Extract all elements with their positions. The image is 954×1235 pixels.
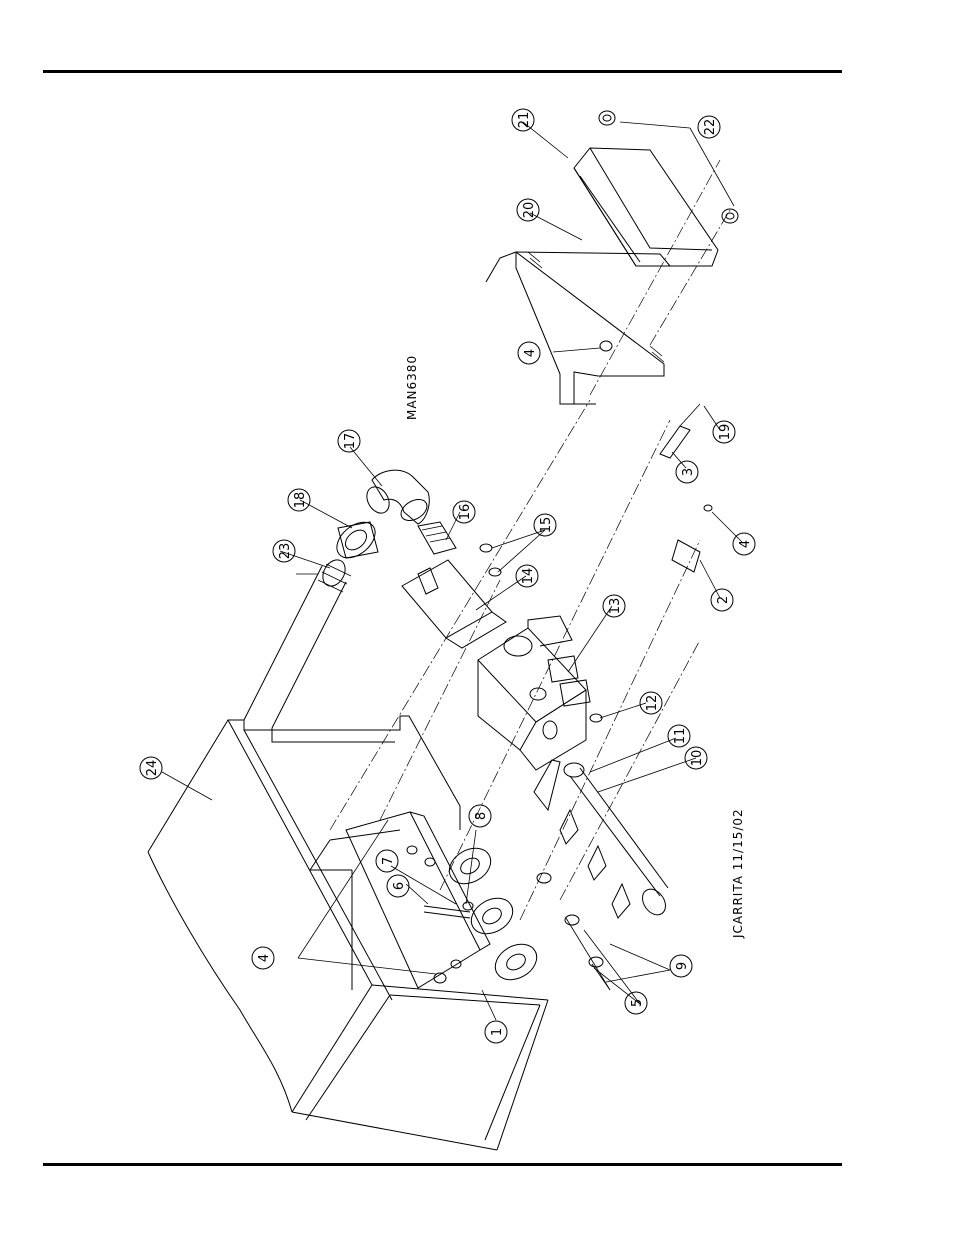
part-18-locknut [336, 521, 379, 559]
part-11-fitting [533, 759, 585, 812]
svg-text:4: 4 [738, 540, 753, 548]
callouts: 24 23 18 17 16 15 14 13 12 11 10 [139, 108, 756, 1044]
callout-23: 23 [272, 539, 296, 563]
part-12-screw [589, 713, 603, 723]
part-3-igniter [659, 403, 701, 459]
svg-text:13: 13 [608, 598, 623, 615]
callout-6: 6 [386, 874, 410, 898]
svg-text:7: 7 [381, 857, 396, 865]
svg-text:14: 14 [521, 568, 536, 585]
part-16-nipple [417, 521, 457, 555]
callout-14: 14 [515, 564, 539, 588]
svg-text:1: 1 [490, 1028, 505, 1036]
part-24-cabinet [147, 715, 549, 1151]
part-2-bracket [671, 504, 713, 573]
part-10-manifold [559, 767, 669, 919]
author-date: JCARRITA 11/15/02 [731, 808, 745, 939]
part-6-7-hardware [423, 901, 474, 919]
callout-18: 18 [287, 488, 311, 512]
callout-2: 2 [710, 588, 734, 612]
part-5-grommets [448, 847, 538, 981]
svg-text:8: 8 [474, 812, 489, 820]
callout-16: 16 [452, 500, 476, 524]
svg-text:17: 17 [343, 433, 358, 450]
callout-5: 5 [624, 991, 648, 1015]
part-23-conduit [243, 559, 352, 729]
svg-text:4: 4 [523, 349, 538, 357]
part-21-housing [573, 147, 719, 267]
callout-15: 15 [533, 513, 557, 537]
callout-21: 21 [511, 108, 535, 132]
callout-8: 8 [468, 804, 492, 828]
callout-17: 17 [337, 429, 361, 453]
svg-text:3: 3 [681, 468, 696, 476]
svg-text:19: 19 [718, 424, 733, 441]
leader-lines [161, 121, 743, 1021]
svg-text:16: 16 [458, 504, 473, 521]
svg-text:15: 15 [539, 517, 554, 534]
svg-text:10: 10 [690, 750, 705, 767]
svg-text:18: 18 [293, 492, 308, 509]
assembly-centerlines [329, 159, 731, 921]
part-22-screws [598, 110, 739, 224]
svg-text:21: 21 [517, 112, 532, 129]
bottom-rule [43, 1163, 842, 1166]
part-1-mounting-plate [345, 811, 491, 989]
callout-24: 24 [139, 756, 163, 780]
drawing-number: MAN6380 [405, 355, 419, 420]
part-9-orifices [536, 872, 604, 968]
svg-text:11: 11 [673, 728, 688, 745]
part-14-bracket [401, 559, 507, 649]
part-20-cover [485, 251, 671, 405]
part-17-elbow [366, 469, 430, 525]
svg-text:12: 12 [645, 695, 660, 712]
top-rule [43, 70, 842, 73]
svg-text:22: 22 [703, 119, 718, 136]
callout-20: 20 [516, 198, 540, 222]
part-13-gas-valve [477, 615, 591, 771]
callout-22: 22 [697, 115, 721, 139]
svg-text:5: 5 [630, 999, 645, 1007]
svg-text:24: 24 [145, 760, 160, 777]
svg-text:9: 9 [675, 962, 690, 970]
callout-19: 19 [712, 420, 736, 444]
callout-12: 12 [639, 691, 663, 715]
callout-1: 1 [484, 1020, 508, 1044]
callout-4-plate: 4 [251, 946, 275, 970]
callout-4-cover: 4 [517, 341, 541, 365]
callout-9: 9 [669, 954, 693, 978]
svg-text:20: 20 [522, 202, 537, 219]
callout-11: 11 [667, 724, 691, 748]
callout-4-bracket: 4 [732, 532, 756, 556]
part-15-screws [479, 543, 502, 577]
svg-text:4: 4 [257, 954, 272, 962]
callout-10: 10 [684, 746, 708, 770]
svg-text:2: 2 [716, 596, 731, 604]
callout-3: 3 [675, 460, 699, 484]
part-20-hardware [527, 251, 665, 363]
callout-7: 7 [375, 849, 399, 873]
callout-13: 13 [602, 594, 626, 618]
svg-text:6: 6 [392, 882, 407, 890]
svg-text:23: 23 [278, 543, 293, 560]
